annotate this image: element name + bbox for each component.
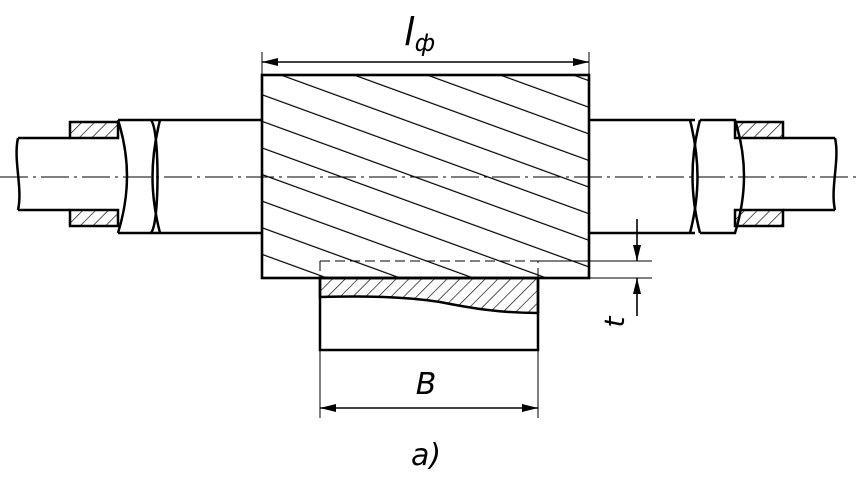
cut-depth-label: t	[598, 315, 631, 327]
figure-label: а)	[411, 438, 441, 473]
workpiece-width-dimension: B	[319, 350, 539, 418]
cut-depth-dimension: t	[538, 219, 652, 327]
right-support-hatch-bottom	[733, 208, 785, 228]
left-arbor	[15, 118, 262, 235]
cutter-length-subscript: ф	[415, 29, 436, 57]
workpiece-width-label: B	[416, 367, 437, 402]
right-support-hatch-top	[733, 120, 785, 140]
left-support-hatch-bottom	[68, 208, 120, 228]
cutter-length-dimension: lф	[261, 10, 590, 75]
left-support-hatch-top	[68, 120, 120, 140]
cutter-length-label: lф	[404, 10, 435, 57]
